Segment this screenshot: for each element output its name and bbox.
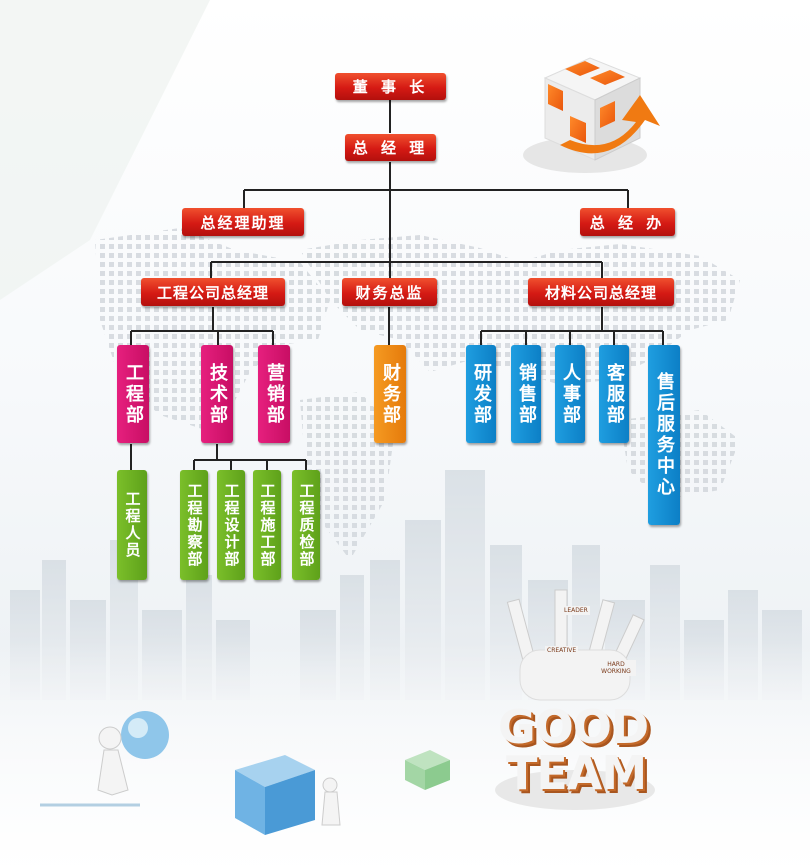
subdept-construction: 工程施工部 [253,470,281,580]
dept-rnd: 研发部 [466,345,496,443]
team-word: TEAM [506,746,647,800]
subdept-engineering-staff: 工程人员 [117,470,147,580]
node-materials-gm: 材料公司总经理 [528,278,674,306]
node-finance-director: 财务总监 [342,278,437,306]
dept-after-sales-center: 售后服务中心 [648,345,680,525]
blue-box-graphic [235,750,450,835]
node-engineering-gm: 工程公司总经理 [141,278,285,306]
dept-finance: 财务部 [374,345,406,443]
hard-working-sign: HARD WORKING [596,660,636,676]
dept-customer-service: 客服部 [599,345,629,443]
figure-with-globe [40,711,169,807]
node-gm-office: 总 经 办 [580,208,675,236]
node-gm-assistant: 总经理助理 [182,208,304,236]
dept-marketing: 营销部 [258,345,290,443]
node-general-manager: 总 经 理 [345,134,436,161]
good-word: GOOD [498,700,649,754]
subdept-survey: 工程勘察部 [180,470,208,580]
subdept-quality: 工程质检部 [292,470,320,580]
good-team-sign: GOOD TEAM [488,700,668,800]
cube-graphic [523,57,660,173]
dept-sales: 销售部 [511,345,541,443]
dept-engineering: 工程部 [117,345,149,443]
subdept-design: 工程设计部 [217,470,245,580]
creative-sign: CREATIVE [545,646,579,655]
node-chairman: 董 事 长 [335,73,446,100]
dept-technology: 技术部 [201,345,233,443]
dept-hr: 人事部 [555,345,585,443]
leader-sign: LEADER [562,606,590,615]
